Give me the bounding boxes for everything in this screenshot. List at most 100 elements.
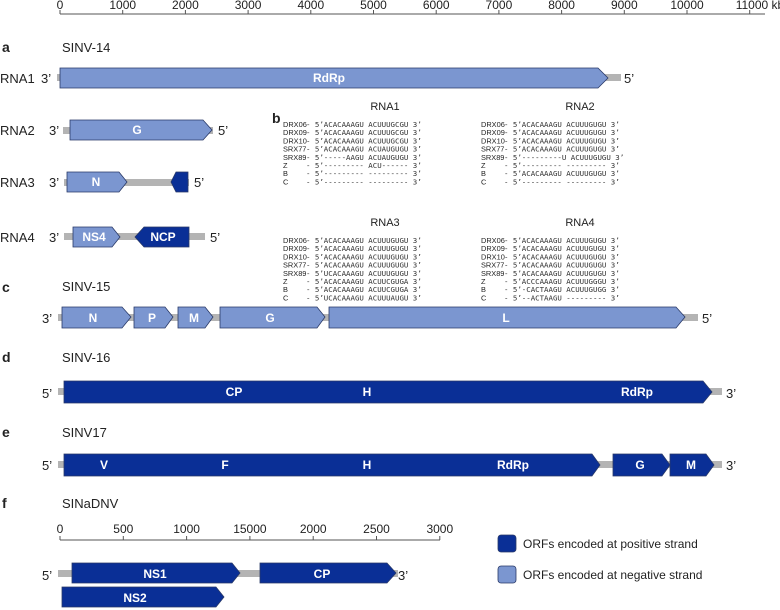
axis-tick-label: 0 [57,522,64,536]
orf-ns1 [71,562,241,584]
orf-m [177,306,214,329]
alignment-title: RNA4 [565,217,594,229]
sample-name: DRX06 [481,236,505,245]
genome-sinadnv: 5’ NS1 CP 3’ NS2 [42,562,408,608]
sample-name: SRX89 [283,153,306,162]
sample-name: SRX77 [481,261,504,270]
orf-ns2 [61,586,225,608]
sample-name: SRX77 [283,261,306,270]
sample-name: SRX89 [481,153,504,162]
terminal-sequence: - 5’ACACAAAGU ACUUUGUGU 3’ [504,244,620,253]
terminal-sequence: - 5’UCACAAAGU ACUUUAUGU 3’ [306,293,422,302]
orf-l [328,306,686,329]
terminal-sequence: - 5’--------- --------- 3’ [504,161,620,170]
orf-label: RdRp [313,71,345,85]
panel-letter-b: b [272,110,281,126]
domain-rdrp: RdRp [497,458,529,472]
axis-tick-label: 1000 [173,522,200,536]
sample-name: Z [283,161,288,170]
panel-letter-c: c [2,279,10,295]
orf-polyprotein [63,453,601,477]
terminal-sequence: - 5’ACACAAAGU ACUUUGUGU 3’ [504,128,620,137]
domain-rdrp: RdRp [621,385,653,399]
orf-label: L [502,311,509,325]
sample-name: DRX09 [481,128,505,137]
terminal-sequence: - 5’---------U ACUUUGUGU 3’ [504,153,624,162]
virus-name-sinv-14: SINV-14 [62,40,110,55]
orf-label: NS4 [82,230,106,244]
terminal-sequence: - 5’ACACAAAGU ACUUUGUGU 3’ [504,120,620,129]
genome-sinv-16: 5’ CP H RdRp 3’ [42,380,736,404]
virus-name-sinv17: SINV17 [62,425,107,440]
terminal-sequence: - 5’UCACAAAGU ACUUUGUGU 3’ [306,269,422,278]
orf-rdrp [59,67,609,89]
terminal-sequence: - 5’--------- --------- 3’ [306,177,422,186]
terminal-sequence: - 5’ACACAAAGU ACUAUGUGU 3’ [306,145,422,154]
orf-p [133,306,174,329]
three-prime-end: 3’ [398,568,408,583]
five-prime-end: 5’ [624,71,634,86]
panel-letter-e: e [2,424,10,440]
axis-tick-label: 500 [113,522,133,536]
five-prime-end: 5’ [194,175,204,190]
genome-sinv-15: 3’ N P M G L 5’ [42,306,712,329]
terminal-sequence: - 5’-----AAGU ACUAUGUGU 3’ [306,153,422,162]
legend-item-positive: ORFs encoded at positive strand [497,534,698,553]
segment-rna4: RNA4 3’ NS4 NCP 5’ [0,226,220,248]
terminal-sequence: - 5’ACACAAAGU ACUUUGUGU 3’ [306,244,422,253]
terminal-sequence: - 5’ACACAAAGU ACUUUGUGU 3’ [504,136,620,145]
orf-cp [259,562,397,584]
sample-name: B [481,169,486,178]
terminal-sequence: - 5’ACCCAAAGU ACUUUGGGU 3’ [504,277,620,286]
rna-label: RNA3 [0,175,35,190]
orf-label: M [686,458,696,472]
terminal-sequence: - 5’--------- --------- 3’ [306,169,422,178]
orf-label: G [132,123,141,137]
sample-name: B [283,169,288,178]
sample-name: SRX77 [481,145,504,154]
virus-name-sinv-15: SINV-15 [62,279,110,294]
terminal-sequence: - 5’--------- ACU------ 3’ [306,161,422,170]
axis-tick-label: 4000 [297,0,324,12]
sample-name: Z [283,277,288,286]
orf-label: G [265,311,274,325]
terminal-sequence: - 5’ACACAAAGU ACUUUGUGU 3’ [306,252,422,261]
orf-g [69,119,213,141]
sample-name: DRX10 [481,136,505,145]
axis-tick-label: 2500 [363,522,390,536]
orf-label: NCP [150,230,175,244]
terminal-sequence: - 5’ACACAAAGU ACUUUGUGU 3’ [306,236,422,245]
orf-label: N [92,175,101,189]
three-prime-end: 3’ [41,71,51,86]
axis-tick-label: 5000 [360,0,387,12]
orf-label: NS1 [143,567,167,581]
segment-rna3: RNA3 3’ N 5’ [0,171,204,193]
sample-name: C [481,293,487,302]
orf-n [66,171,128,193]
legend-swatch-positive [497,534,517,553]
three-prime-end: 3’ [726,386,736,401]
rna-label: RNA2 [0,123,35,138]
sample-name: SRX89 [283,269,306,278]
five-prime-end: 5’ [42,568,52,583]
genome-sinv17: 5’ V F H RdRp G M 3’ [42,453,736,477]
orf-label: N [89,311,98,325]
terminal-sequence: - 5’ACACAAAGU ACUUUGCGU 3’ [306,120,422,129]
sample-name: DRX09 [283,128,307,137]
five-prime-end: 5’ [42,458,52,473]
axis-tick-label: 1000 [109,0,136,12]
orf-g [219,306,326,329]
legend: ORFs encoded at positive strand ORFs enc… [497,534,702,584]
sample-name: B [283,285,288,294]
sample-name: SRX77 [283,145,306,154]
sample-name: DRX09 [481,244,505,253]
axis-tick-label: 3000 [235,0,262,12]
terminal-sequence: - 5’ACACAAAGU ACUUUGCGU 3’ [306,136,422,145]
rna-label: RNA1 [0,71,35,86]
panel-letter-f: f [2,495,7,511]
axis-tick-label: 2000 [300,522,327,536]
